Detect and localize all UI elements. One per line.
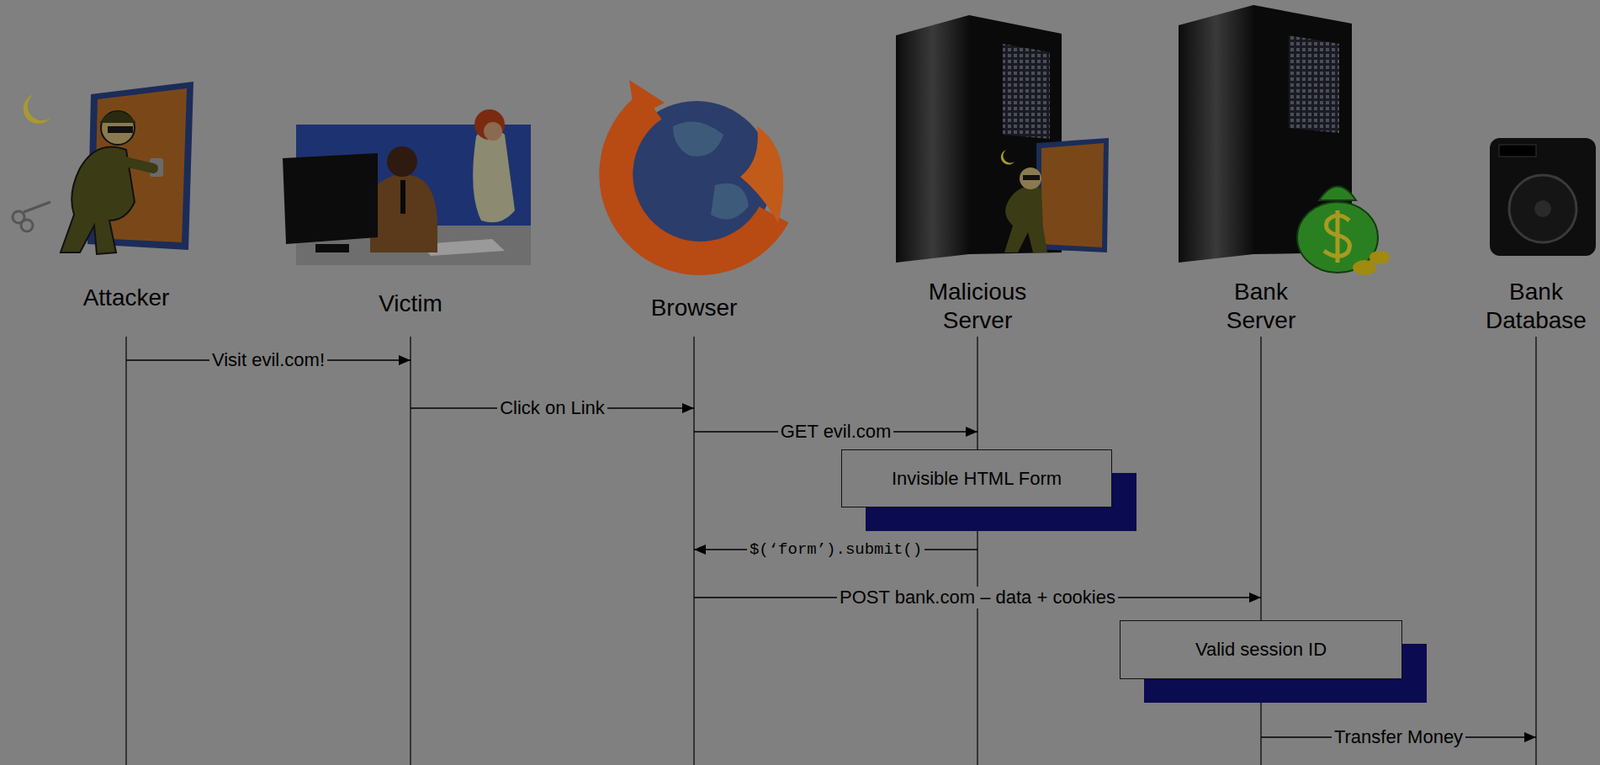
node-text: Valid session ID	[1195, 638, 1327, 661]
attacker-mask	[1022, 174, 1040, 181]
moon	[23, 94, 51, 124]
message-label: $(‘form’).submit()	[747, 538, 925, 561]
server-side	[1178, 5, 1254, 263]
man-body	[370, 174, 438, 254]
lifeline	[1260, 336, 1261, 765]
participant-label: Victim	[351, 289, 470, 318]
database-icon	[1489, 137, 1596, 256]
continent	[672, 121, 724, 156]
attacker-mask	[107, 126, 133, 133]
attacker-icon	[12, 81, 194, 255]
attacker-head	[1019, 167, 1042, 190]
monitor	[282, 153, 378, 244]
lifeline	[125, 336, 127, 765]
node-text: Bank Database	[1477, 277, 1595, 335]
node-text: Attacker	[67, 283, 186, 313]
attacker-body	[1004, 186, 1048, 253]
lifeline	[1535, 336, 1537, 765]
firefox-icon	[615, 79, 784, 259]
server-grille	[1288, 35, 1340, 133]
message-label: Click on Link	[497, 397, 608, 419]
monitor-stand	[315, 243, 350, 253]
woman-head	[474, 109, 505, 140]
node-text: Browser	[635, 293, 753, 323]
message-label: Visit evil.com!	[209, 349, 328, 371]
attacker-hat	[99, 111, 137, 123]
message-label: POST bank.com – data + cookies	[837, 586, 1118, 609]
woman-body	[472, 126, 515, 223]
coin	[1369, 250, 1390, 265]
participant-label: Malicious Server	[918, 277, 1037, 335]
node-text: Victim	[351, 289, 470, 318]
lifeline	[409, 336, 411, 765]
server-side	[895, 15, 970, 263]
lifeline	[693, 336, 695, 765]
keys	[21, 219, 33, 232]
attacker-arm	[117, 159, 154, 169]
drive-body	[1489, 137, 1596, 256]
moon	[1001, 149, 1015, 165]
money-bag-neck	[1319, 186, 1357, 202]
fox-tail	[740, 126, 784, 223]
node-text: Malicious Server	[918, 277, 1037, 335]
participant-label: Bank Database	[1477, 277, 1595, 335]
door	[1041, 143, 1104, 248]
bank-server-icon	[1178, 5, 1390, 276]
dollar-symbol	[1324, 210, 1350, 263]
victim-icon	[282, 109, 531, 265]
continent	[710, 183, 749, 220]
drive-label	[1499, 144, 1537, 157]
process-box: Invisible HTML Form	[841, 449, 1113, 508]
server-grille	[1002, 43, 1050, 139]
drive-platter	[1509, 174, 1577, 243]
malicious-server-icon	[895, 15, 1109, 263]
participant-label: Attacker	[67, 283, 186, 313]
node-text: Invisible HTML Form	[891, 467, 1062, 490]
door-frame	[1036, 137, 1109, 253]
participant-label: Bank Server	[1202, 277, 1320, 335]
fox-ear	[629, 79, 665, 118]
participant-label: Browser	[635, 293, 753, 323]
message-label: GET evil.com	[778, 420, 895, 443]
lifeline	[976, 336, 978, 765]
woman-face	[483, 121, 503, 141]
drive-spindle	[1534, 200, 1552, 218]
process-box: Valid session ID	[1119, 619, 1403, 679]
man-head	[386, 146, 418, 177]
keys	[23, 201, 51, 212]
node-text: Bank Server	[1202, 277, 1320, 335]
man-tie	[400, 180, 406, 214]
message-label: Transfer Money	[1331, 725, 1466, 748]
